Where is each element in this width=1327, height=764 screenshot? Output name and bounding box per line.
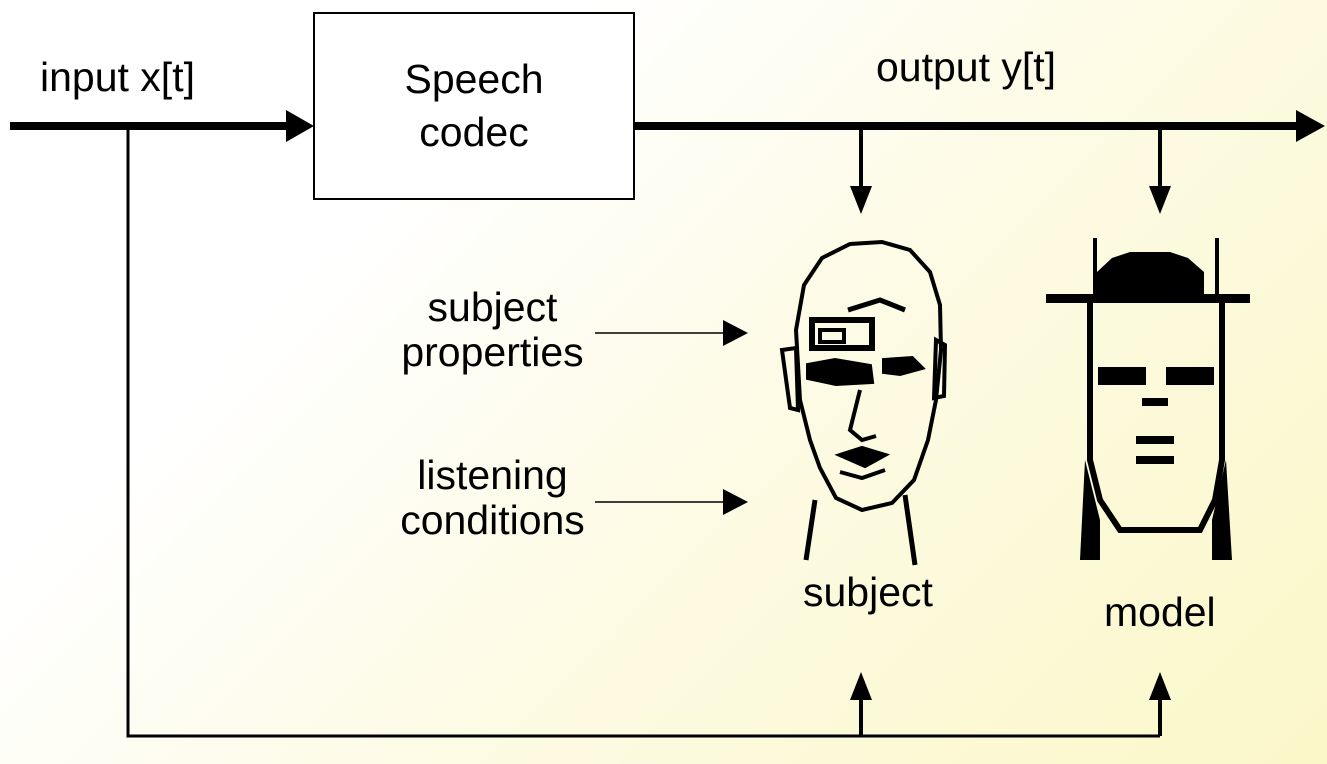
subject-properties-line2: properties: [401, 329, 584, 376]
properties-arrow: [595, 320, 748, 346]
reference-path: [126, 126, 1160, 738]
output-label: output y[t]: [876, 44, 1057, 90]
speech-codec-block: Speech codec: [313, 12, 635, 200]
codec-label-line1: Speech: [404, 55, 544, 102]
input-line: [10, 110, 314, 142]
listening-conditions-label: listening conditions: [375, 452, 610, 544]
reference-to-subject-arrow: [850, 672, 872, 736]
subject-label: subject: [803, 569, 933, 615]
robot-face-with-hat-icon: [1046, 238, 1250, 560]
human-face-icon: [779, 239, 948, 566]
reference-to-model-arrow: [1149, 672, 1171, 736]
subject-properties-line1: subject: [427, 284, 558, 330]
output-to-subject-arrow: [850, 126, 872, 214]
subject-properties-label: subject properties: [380, 284, 605, 376]
codec-label-line2: codec: [419, 109, 529, 155]
listening-conditions-line2: conditions: [400, 497, 585, 544]
listening-conditions-line1: listening: [417, 452, 568, 498]
conditions-arrow: [595, 489, 748, 515]
output-to-model-arrow: [1149, 126, 1171, 214]
output-line: [635, 110, 1325, 142]
model-label: model: [1104, 589, 1216, 635]
input-label: input x[t]: [40, 54, 195, 100]
